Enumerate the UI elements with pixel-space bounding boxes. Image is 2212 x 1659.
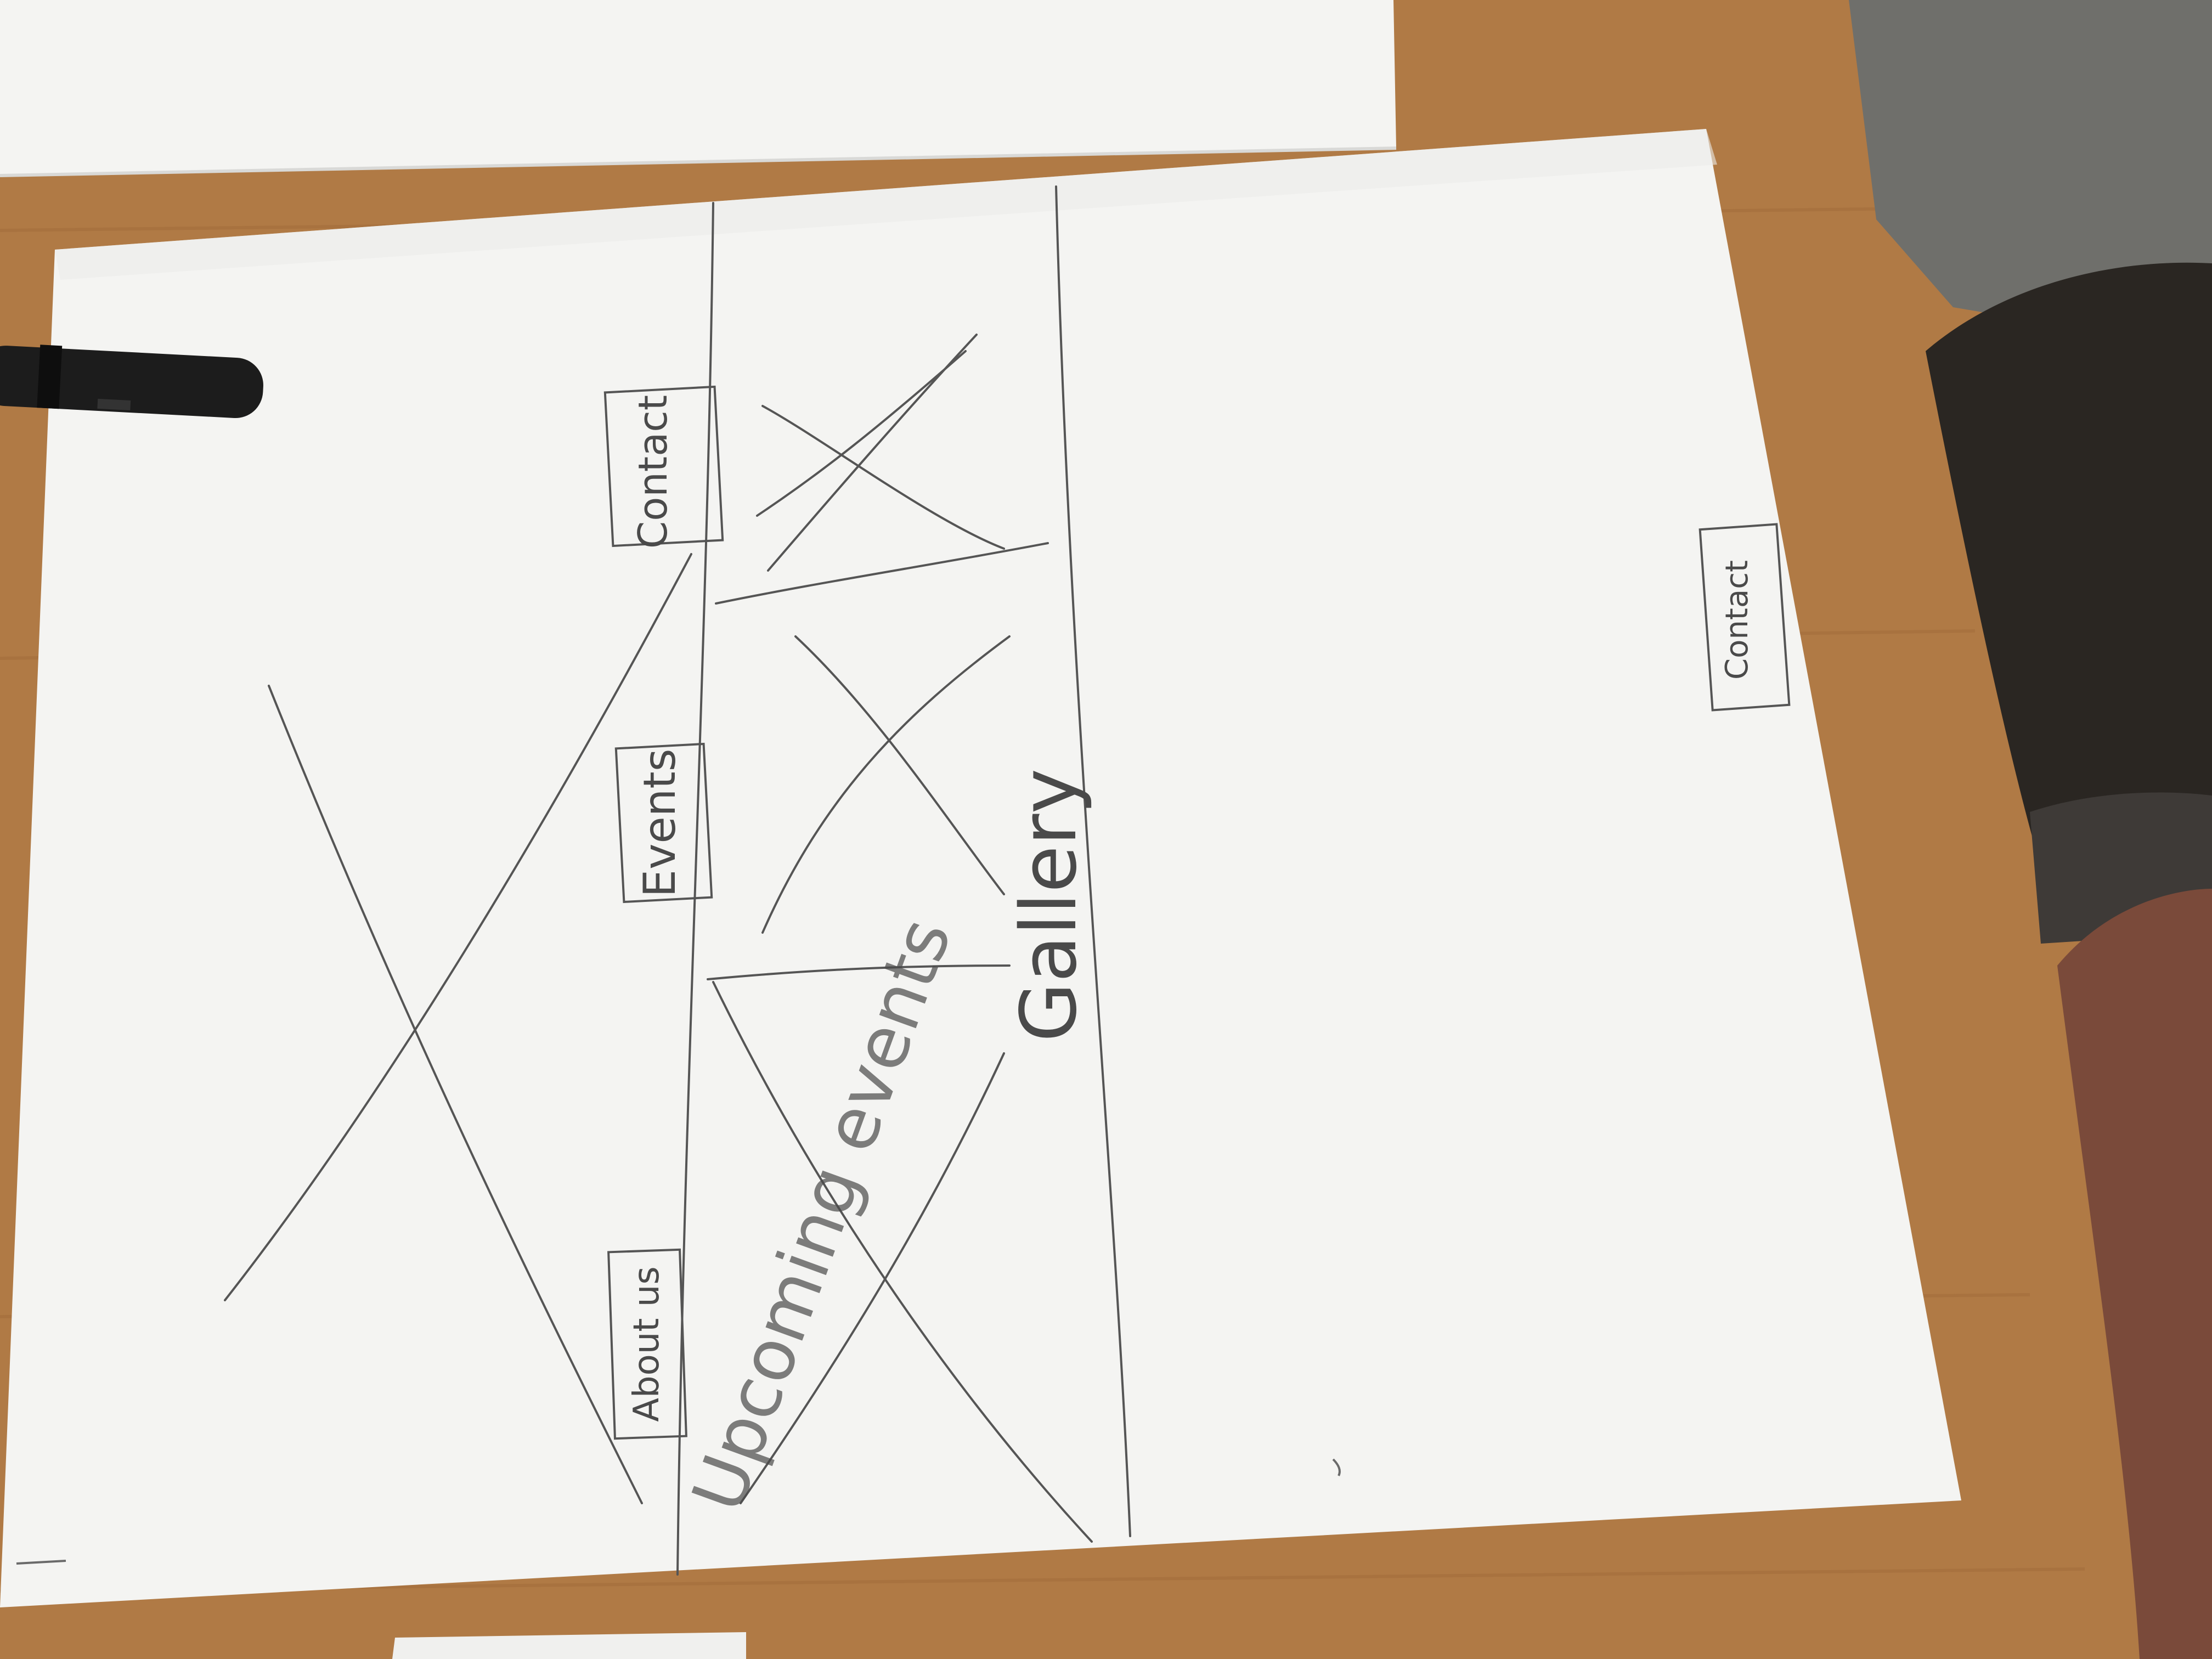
gallery-box-1-x-3 [756,350,967,517]
upcoming-box-outline [707,964,1011,980]
wireframe-sketch [224,185,1791,1576]
aboutus-button-box [607,1248,687,1440]
dark-bag [1926,262,2212,933]
events-button-label: Events [634,749,685,898]
sketch-paper [0,129,1961,1607]
events-button-box [614,742,713,904]
gallery-box-2-x-2 [761,635,1011,934]
person-arm [2057,889,2212,1659]
gallery-box-1-x-1 [761,405,1005,550]
aboutus-button-label: About us [627,1266,667,1421]
bottom-paper-scrap [392,1632,746,1659]
contact-button-label: Contact [630,395,676,549]
divider-line-1 [676,202,714,1576]
hero-image-x-2 [224,553,692,1301]
gallery-label: Gallery [1005,769,1094,1042]
top-paper-sheet [0,0,1396,176]
stray-marks [16,1458,1341,1565]
gallery-box-2-x-1 [794,635,1005,895]
black-marker-pen [0,345,263,419]
carpet-floor [1849,0,2212,351]
gallery-box-1-outline [715,542,1049,605]
upcoming-box-x-1 [712,981,1093,1543]
sketch-paper-shade [55,129,1717,280]
top-paper-edge [0,146,1397,177]
sidebar-note-label: Contact [1719,560,1755,680]
divider-line-2 [1055,185,1131,1537]
hero-image-x-1 [268,685,643,1504]
contact-button-box [603,385,724,548]
sidebar-note-box [1699,523,1791,712]
upcoming-box-x-2 [740,1052,1005,1504]
